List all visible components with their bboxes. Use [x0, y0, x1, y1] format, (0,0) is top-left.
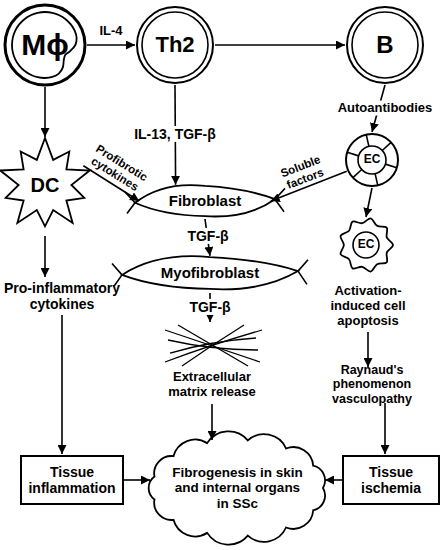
node-text-group: B: [345, 5, 425, 85]
outcome-box: Tissue inflammation: [20, 455, 124, 505]
node-text-group: Tissue ischemia: [342, 455, 440, 505]
flow-arrow: [215, 44, 345, 46]
cell-membrane: [142, 12, 208, 78]
cell-outline: [135, 185, 275, 216]
cytokine-label: TGF-β: [180, 299, 240, 315]
flow-arrow: [87, 44, 135, 46]
node-label: EC: [358, 238, 375, 252]
cell-segment: [366, 135, 369, 147]
pathway-note: Extracellular matrix release: [157, 370, 267, 400]
node-text-group: Fibrogenesis in skin and internal organs…: [150, 438, 325, 538]
flow-arrow: [44, 236, 46, 277]
node-label: Fibrogenesis in skin and internal organs…: [168, 465, 308, 512]
node-label: Th2: [155, 32, 194, 57]
node-text-group: EC: [344, 132, 400, 188]
flow-arrow: [211, 404, 213, 440]
edge-label: TGF-β: [178, 228, 238, 244]
node-label: Fibroblast: [169, 192, 242, 209]
b-cell: B: [345, 5, 425, 85]
cloud-outline: [149, 431, 325, 544]
outcome-box: Tissue ischemia: [342, 455, 440, 505]
flow-arrow: [384, 403, 386, 454]
node-label: Tissue inflammation: [20, 464, 124, 496]
node-label: EC: [364, 153, 381, 167]
edge-label: IL-13, TGF-β: [120, 126, 230, 142]
edge-label: IL-4: [86, 24, 136, 39]
cell-segment: [385, 164, 396, 168]
static-arrows: [45, 236, 385, 454]
th2-cell: Th2: [135, 5, 215, 85]
node-label: Tissue ischemia: [342, 464, 440, 496]
node-label: Mϕ: [21, 28, 68, 63]
cell-membrane: [346, 134, 398, 186]
cell-segment: [375, 174, 378, 186]
edge-label: Autoantibodies: [330, 101, 440, 116]
pathway-note: Pro-inflammatory cytokines: [0, 280, 126, 312]
apoptotic-cell: EC: [337, 217, 395, 273]
collagen-fibers: [165, 325, 262, 366]
cell-nucleus: [358, 146, 386, 174]
macrophage-cell: Mϕ: [3, 3, 87, 87]
node-label: Myofibroblast: [161, 264, 259, 281]
node-label: B: [376, 31, 393, 59]
fiber-strand: [182, 325, 244, 366]
node-text-group: Tissue inflammation: [20, 455, 124, 505]
cell-outline: [122, 256, 298, 289]
cell-process: [112, 260, 308, 287]
flow-arrow: [61, 315, 63, 454]
flow-arrow: [367, 332, 369, 367]
node-text-group: DC: [0, 137, 93, 233]
cell-segment: [353, 170, 362, 178]
node-text-group: Th2: [135, 5, 215, 85]
endothelial-cell: EC: [344, 132, 400, 188]
edge-label: Profibrotic cytokines: [80, 139, 155, 200]
flow-arrow: [44, 87, 46, 137]
fiber-strand: [168, 340, 258, 350]
flow-arrow: [366, 188, 372, 217]
cell-nucleus: [353, 232, 379, 258]
flow-arrow: [325, 479, 342, 481]
fiber-strand: [178, 325, 248, 366]
cell-membrane: [5, 5, 85, 85]
cell-process: [125, 188, 285, 213]
cell-membrane: [352, 12, 418, 78]
box-outline: [343, 456, 439, 504]
node-text-group: Myofibroblast: [122, 254, 298, 292]
outcome-cloud: Fibrogenesis in skin and internal organs…: [150, 438, 325, 538]
box-outline: [21, 456, 123, 504]
pathway-note: Activation-induced cell apoptosis: [318, 284, 418, 329]
node-text-group: EC: [337, 217, 395, 273]
dendrite-outline: [0, 138, 89, 226]
myofibroblast-cell: Myofibroblast: [122, 254, 298, 292]
node-text-group: Fibroblast: [135, 183, 275, 219]
cell-membrane: [347, 7, 423, 83]
cell-segment: [347, 152, 358, 156]
fibroblast-cell: Fibroblast: [135, 183, 275, 219]
node-label: DC: [31, 174, 60, 197]
node-text-group: Mϕ: [3, 3, 87, 87]
cell-segment: [382, 142, 391, 150]
flow-arrow: [124, 479, 150, 481]
cell-membrane: [341, 218, 393, 271]
cell-nucleus: [12, 12, 77, 78]
pathway-note: Raynaud's phenomenon vasculopathy: [303, 363, 441, 406]
cell-membrane: [137, 7, 213, 83]
dendritic-cell: DC: [0, 137, 93, 233]
